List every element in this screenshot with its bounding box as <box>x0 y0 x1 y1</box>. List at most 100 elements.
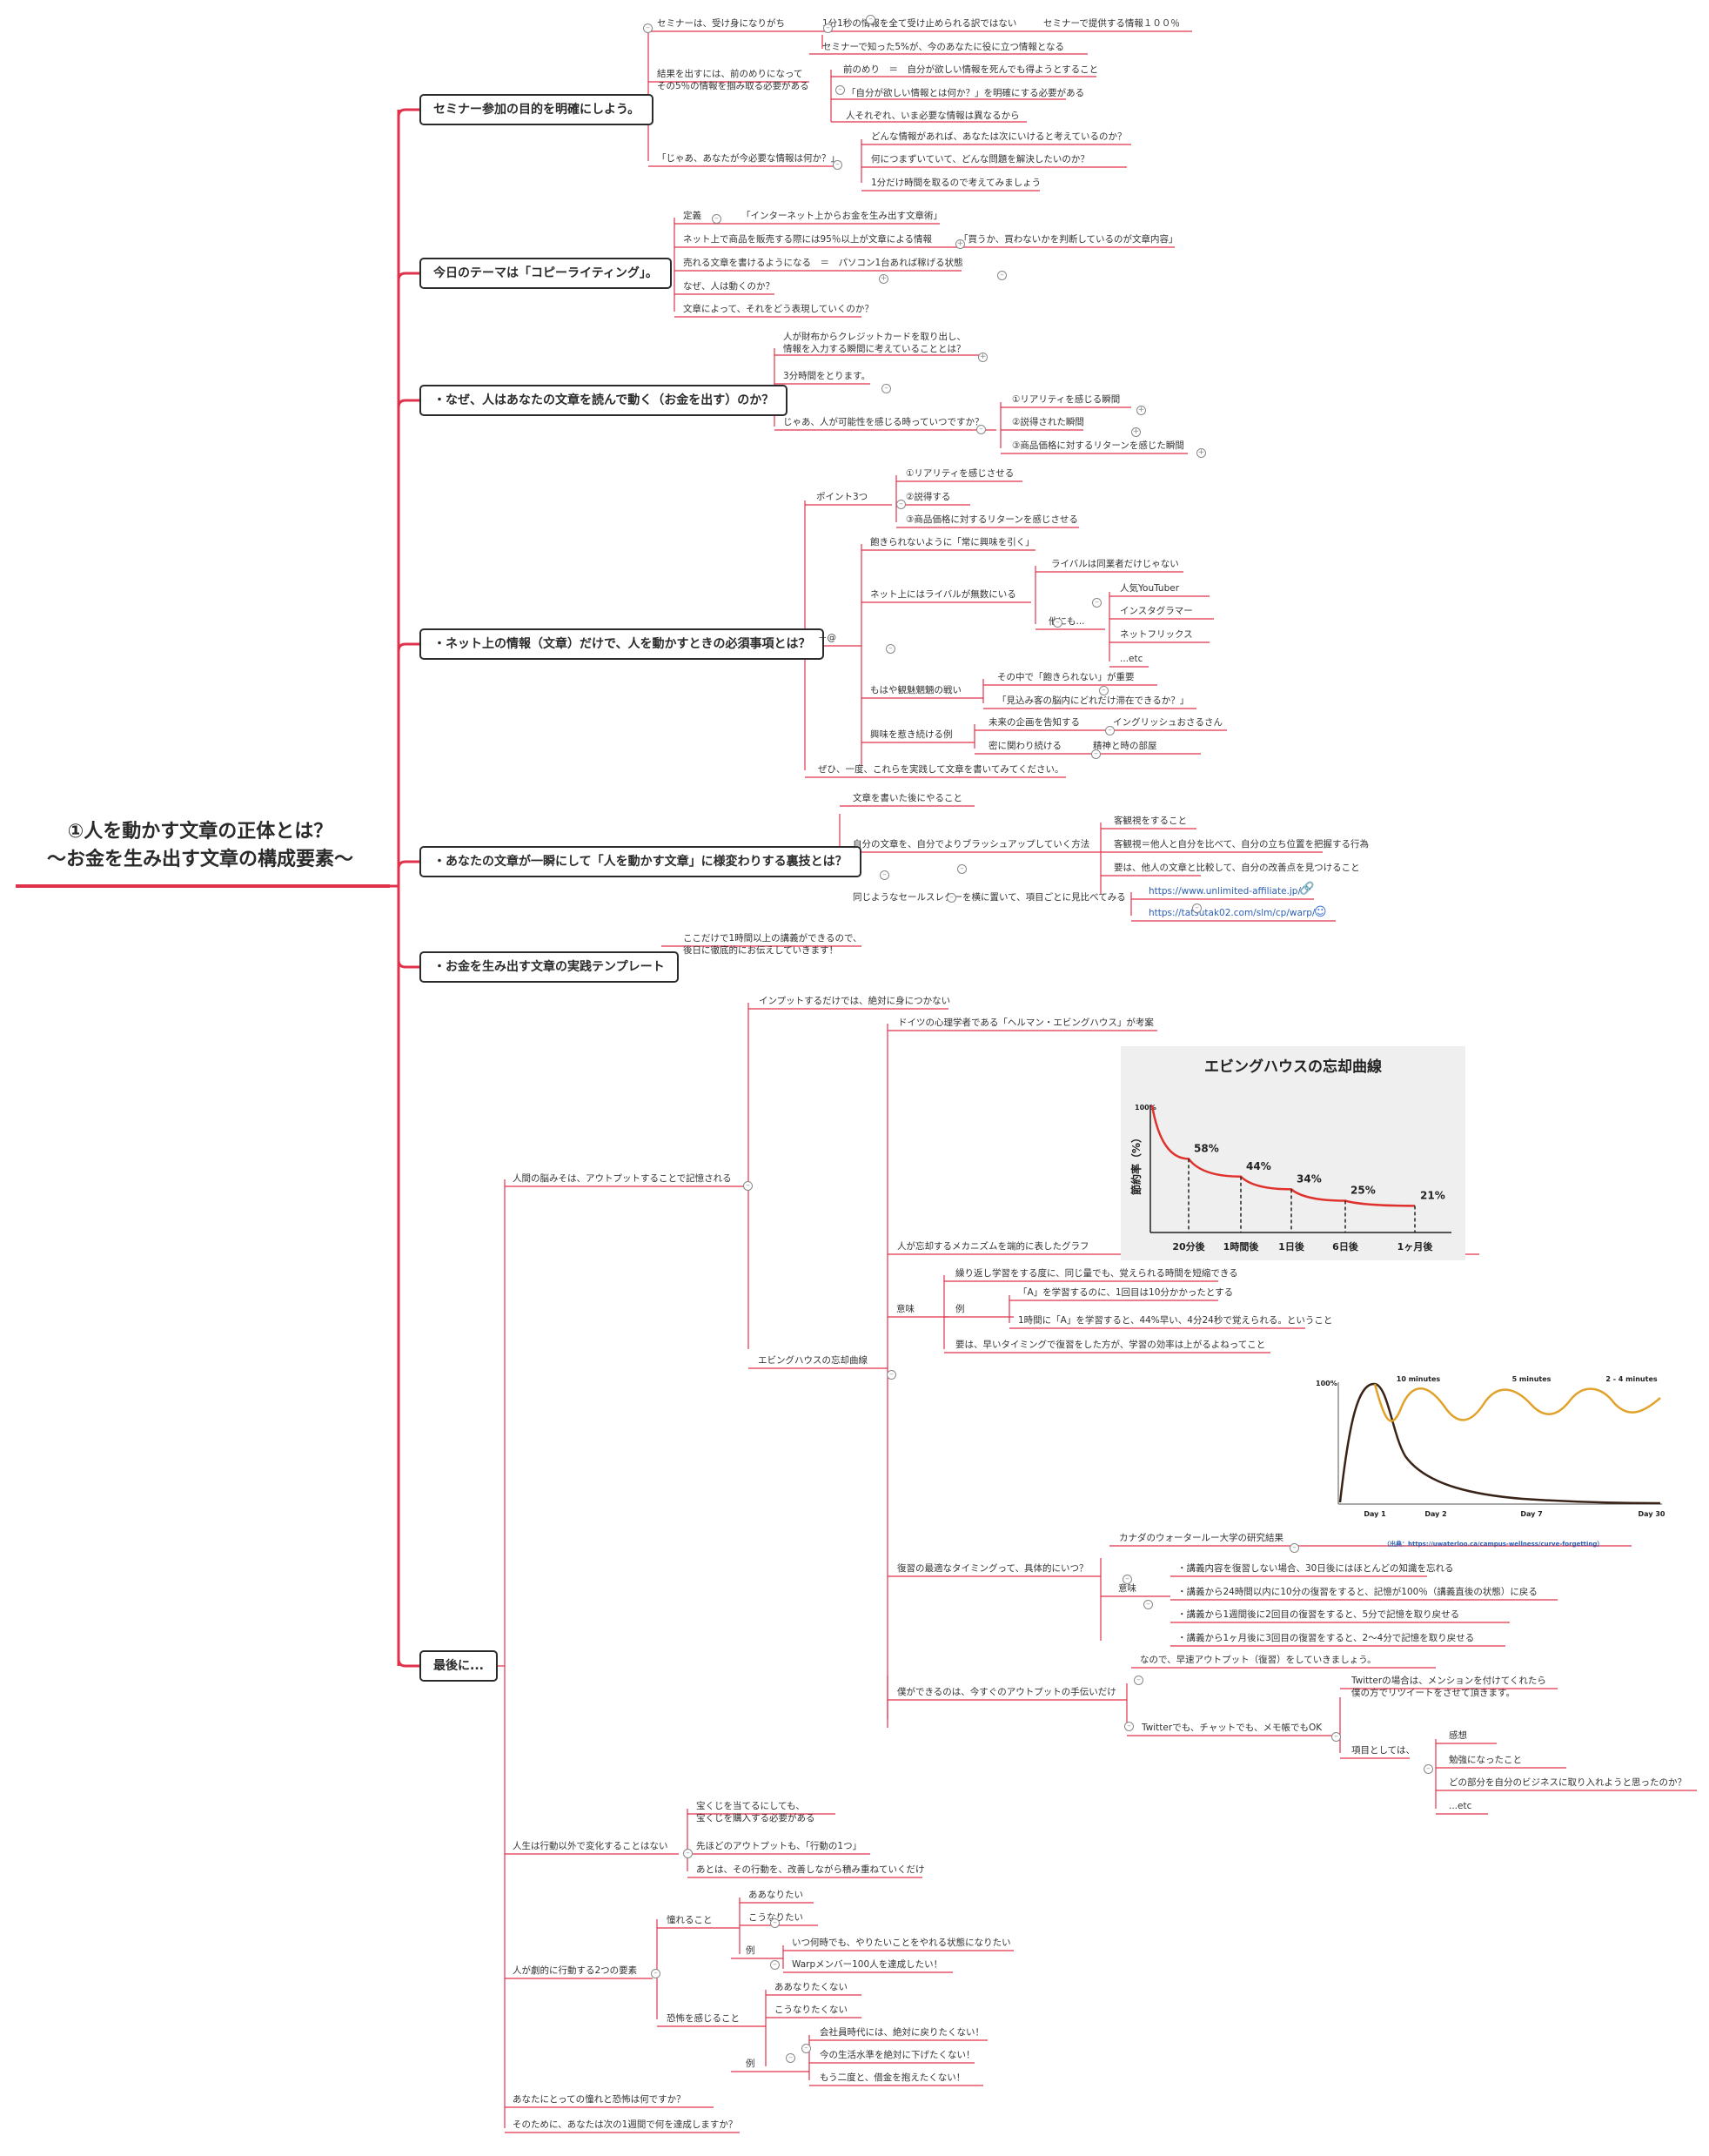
collapse-toggle-icon[interactable]: – <box>886 644 895 654</box>
collapse-toggle-icon[interactable]: – <box>823 24 833 33</box>
branch-label-1: 1分1秒の情報を全て受け止められる訳ではない <box>822 18 1017 29</box>
chart-y-start-label: 100% <box>1135 1104 1156 1112</box>
smiley-icon[interactable]: ☺ <box>1314 905 1327 919</box>
collapse-toggle-icon[interactable]: – <box>997 271 1007 280</box>
collapse-toggle-icon[interactable]: – <box>801 2044 811 2053</box>
chart-x-tick-label: 1日後 <box>1278 1240 1305 1253</box>
collapse-toggle-icon[interactable]: – <box>1091 749 1101 759</box>
branch-label-69: 意味 <box>1118 1583 1136 1594</box>
topic-5[interactable]: ・あなたの文章が一瞬にして「人を動かす文章」に様変わりする裏技とは？ <box>419 846 861 877</box>
branch-label-54[interactable]: https://tatsutak02.com/slm/cp/warp/ <box>1149 908 1316 918</box>
branch-label-62: 繰り返し学習をする度に、同じ量でも、覚えられる時間を短縮できる <box>955 1268 1238 1279</box>
connector <box>397 642 419 886</box>
collapse-toggle-icon[interactable]: – <box>651 1969 660 1978</box>
collapse-toggle-icon[interactable]: – <box>957 864 967 874</box>
branch-label-10: 何につまずいていて、どんな問題を解決したいのか？ <box>871 154 1089 165</box>
collapse-toggle-icon[interactable]: – <box>833 160 842 170</box>
collapse-toggle-icon[interactable]: – <box>947 893 956 903</box>
collapse-toggle-icon[interactable]: – <box>1099 686 1109 695</box>
root-topic[interactable]: ①人を動かす文章の正体とは？ 〜お金を生み出す文章の構成要素〜 <box>17 818 383 874</box>
collapse-toggle-icon[interactable]: – <box>743 1181 753 1191</box>
branch-label-2: セミナーで提供する情報１００％ <box>1043 18 1180 29</box>
collapse-toggle-icon[interactable]: – <box>770 1918 780 1928</box>
topic-7[interactable]: 最後に... <box>419 1650 498 1682</box>
chart2-annotation: 2 - 4 minutes <box>1605 1375 1658 1383</box>
branch-label-34: 人気YouTuber <box>1120 583 1180 594</box>
branch-label-85: 先ほどのアウトプットも、「行動の1つ」 <box>696 1841 862 1851</box>
collapse-toggle-icon[interactable]: – <box>1331 1732 1341 1742</box>
collapse-toggle-icon[interactable]: + <box>1196 448 1206 458</box>
collapse-toggle-icon[interactable]: – <box>976 425 986 434</box>
branch-label-6: 「自分が欲しい情報とは何か？」を明確にする必要がある <box>847 88 1085 98</box>
collapse-toggle-icon[interactable]: – <box>896 500 906 509</box>
branch-label-0: セミナーは、受け身になりがち <box>657 18 785 29</box>
collapse-toggle-icon[interactable]: + <box>879 274 888 284</box>
collapse-toggle-icon[interactable]: – <box>1143 1600 1153 1609</box>
collapse-toggle-icon[interactable]: – <box>866 15 875 24</box>
topic-3[interactable]: ・なぜ、人はあなたの文章を読んで動く（お金を出す）のか？ <box>419 385 788 416</box>
branch-label-86: あとは、その行動を、改善しながら積み重ねていくだけ <box>696 1864 925 1875</box>
branch-label-100: もう二度と、借金を抱えたくない！ <box>820 2072 966 2083</box>
branch-label-66: 要は、早いタイミングで復習をした方が、学習の効率は上がるよねってこと <box>955 1340 1266 1350</box>
branch-label-22: ①リアリティを感じる瞬間 <box>1012 394 1121 405</box>
topic-2[interactable]: 今日のテーマは「コピーライティング」。 <box>419 258 672 289</box>
root-title-line1: ①人を動かす文章の正体とは？ <box>67 821 333 843</box>
branch-label-81: どの部分を自分のビジネスに取り入れようと思ったのか？ <box>1449 1777 1686 1788</box>
collapse-toggle-icon[interactable]: – <box>1134 1676 1143 1685</box>
collapse-toggle-icon[interactable]: – <box>1290 1543 1299 1553</box>
branch-label-26: ①リアリティを感じさせる <box>906 468 1015 479</box>
branch-label-14: ネット上で商品を販売する際には95％以上が文章による情報 <box>683 234 933 245</box>
branch-label-49: 客観視をすること <box>1114 816 1187 826</box>
collapse-toggle-icon[interactable]: – <box>1105 726 1115 735</box>
chart-data-label: 25% <box>1350 1185 1376 1197</box>
branch-label-99: 今の生活水準を絶対に下げたくない！ <box>820 2050 975 2060</box>
branch-label-15: 「買うか、買わないかを判断しているのが文章内容」 <box>959 234 1178 245</box>
collapse-toggle-icon[interactable]: – <box>887 1370 896 1380</box>
collapse-toggle-icon[interactable]: – <box>1123 1575 1132 1584</box>
branch-label-53[interactable]: https://www.unlimited-affiliate.jp/ <box>1149 886 1301 897</box>
collapse-toggle-icon[interactable]: – <box>835 85 845 95</box>
collapse-toggle-icon[interactable]: – <box>770 1960 780 1970</box>
chart-series-line <box>1150 1105 1416 1207</box>
chart2-y-label: 100% <box>1316 1380 1337 1387</box>
topic-1[interactable]: セミナー参加の目的を明確にしよう。 <box>419 94 654 125</box>
branch-label-30: 飽きられないように「常に興味を引く」 <box>870 537 1035 547</box>
branch-label-73: ・講義から1ヶ月後に3回目の復習をすると、2〜4分で記憶を取り戻せる <box>1177 1633 1475 1643</box>
topic-6[interactable]: ・お金を生み出す文章の実践テンプレート <box>419 951 679 983</box>
collapse-toggle-icon[interactable]: + <box>1136 406 1146 415</box>
branch-label-28: ③商品価格に対するリターンを感じさせる <box>906 514 1078 525</box>
collapse-toggle-icon[interactable]: – <box>1092 598 1102 608</box>
collapse-toggle-icon[interactable]: – <box>1053 618 1062 628</box>
branch-label-80: 勉強になったこと <box>1449 1755 1522 1765</box>
collapse-toggle-icon[interactable]: + <box>978 353 988 362</box>
branch-label-95: ああなりたくない <box>774 1982 848 1992</box>
branch-label-64: 「A」を学習するのに、1回目は10分かかったとする <box>1018 1287 1234 1298</box>
collapse-toggle-icon[interactable]: + <box>1131 427 1141 437</box>
chart-data-label: 44% <box>1246 1160 1271 1172</box>
collapse-toggle-icon[interactable]: – <box>1424 1764 1433 1774</box>
collapse-toggle-icon[interactable]: – <box>880 870 889 880</box>
root-title-line2: 〜お金を生み出す文章の構成要素〜 <box>46 849 353 870</box>
chart2-x-tick-label: Day 2 <box>1424 1510 1446 1518</box>
branch-label-19: 人が財布からクレジットカードを取り出し、 情報を入力する瞬間に考えていることとは… <box>783 332 966 354</box>
collapse-toggle-icon[interactable]: + <box>955 239 965 249</box>
topic-4[interactable]: ・ネット上の情報（文章）だけで、人を動かすときの必須事項とは？ <box>419 628 825 660</box>
collapse-toggle-icon[interactable]: – <box>683 1849 693 1858</box>
collapse-toggle-icon[interactable]: – <box>1192 903 1202 913</box>
branch-label-47: 文章を書いた後にやること <box>853 793 962 803</box>
collapse-toggle-icon[interactable]: – <box>712 214 721 224</box>
branch-label-4: 結果を出すには、前のめりになって その5％の情報を掴み取る必要がある <box>657 69 809 91</box>
link-icon[interactable]: 🔗 <box>1299 882 1315 896</box>
collapse-toggle-icon[interactable]: – <box>881 384 891 393</box>
collapse-toggle-icon[interactable]: – <box>1124 1722 1134 1731</box>
branch-label-59: 人が忘却するメカニズムを端的に表したグラフ <box>897 1241 1089 1252</box>
branch-label-96: こうなりたくない <box>774 2005 848 2015</box>
branch-label-77: Twitterでも、チャットでも、メモ帳でもOK <box>1142 1723 1323 1733</box>
branch-label-5: 前のめり ＝ 自分が欲しい情報を死んでも得ようとすること <box>843 64 1099 75</box>
branch-label-46: ぜひ、一度、これらを実践して文章を書いてみてください。 <box>818 764 1064 775</box>
collapse-toggle-icon[interactable]: – <box>643 24 653 33</box>
collapse-toggle-icon[interactable]: – <box>786 2053 795 2063</box>
branch-label-76: Twitterの場合は、メンションを付けてくれたら 僕の方でリツイートをさせて頂… <box>1351 1676 1546 1698</box>
